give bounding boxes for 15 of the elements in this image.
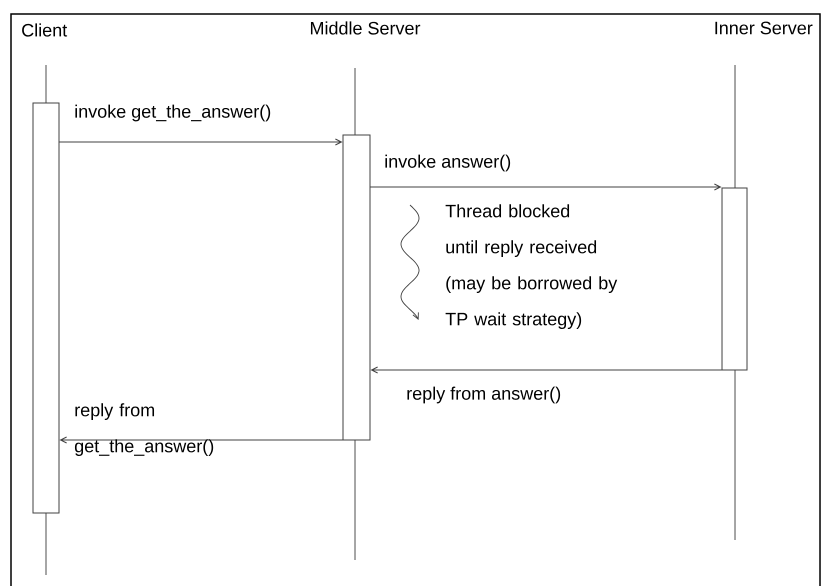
message-arrow [60,436,343,444]
activation-bar [722,188,748,370]
edge-label: invoke answer() [385,154,510,172]
edge-label: invoke get_the_answer() [75,104,270,122]
lifeline-header: Inner Server [715,22,812,34]
lifeline-header: Middle Server [310,21,420,35]
lifeline-header: Client [22,23,68,37]
message-arrow [370,184,722,190]
edge-label: reply from get_the_answer() [74,403,214,456]
message-arrow [370,366,722,374]
edge-label: reply from answer() [407,386,560,404]
message-arrow [59,138,342,146]
activation-bar [32,102,60,514]
activation-bar [342,134,370,440]
note-text: Thread blocked until reply received (may be borrowed by TP wait strategy) [446,204,618,329]
